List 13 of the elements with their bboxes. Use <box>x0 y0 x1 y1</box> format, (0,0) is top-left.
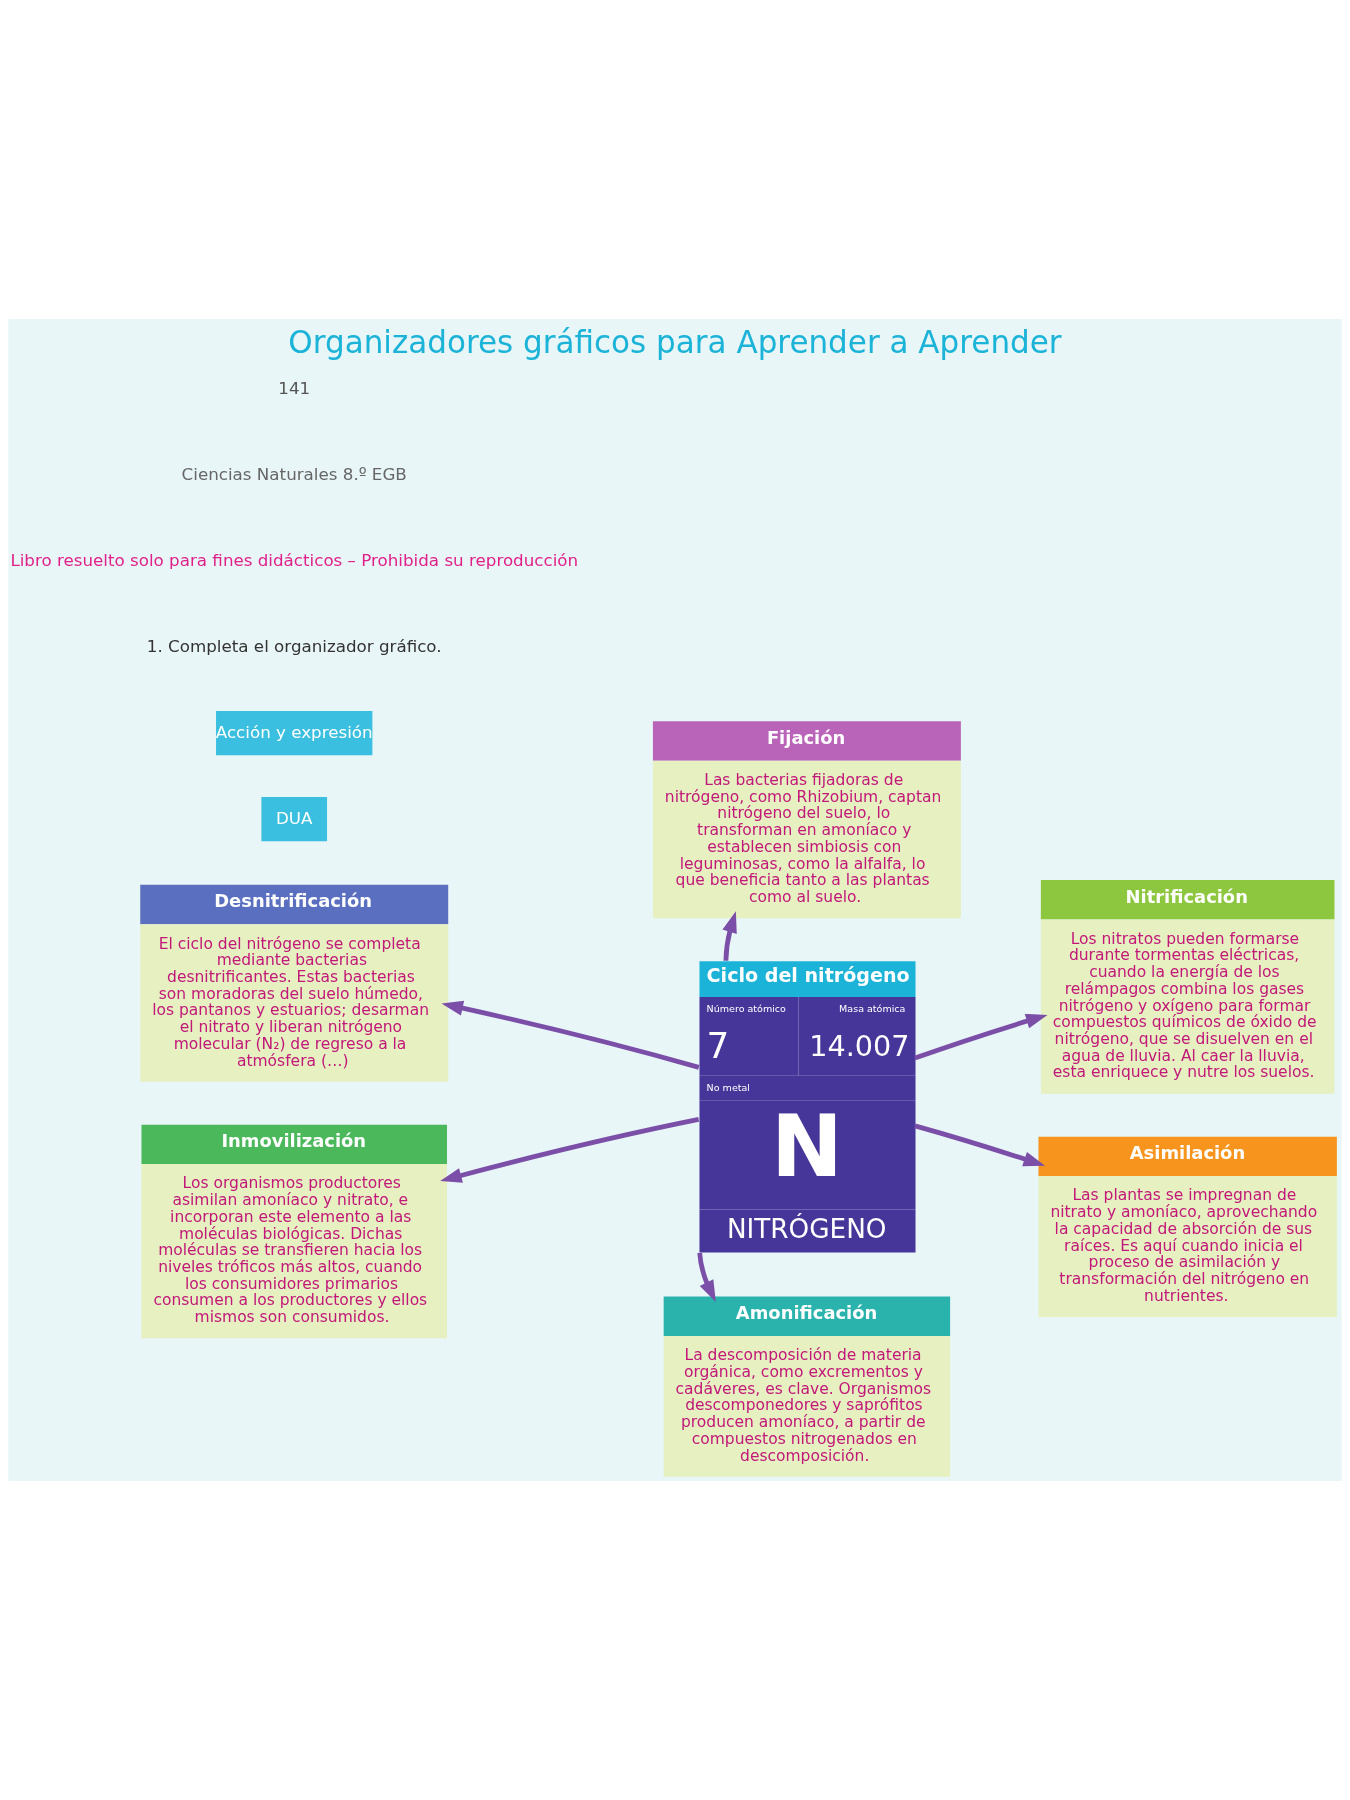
arrow <box>722 911 737 961</box>
label: Acción y expresión <box>215 721 373 742</box>
label: 141 <box>278 377 311 398</box>
label: DUA <box>275 807 313 828</box>
arrow <box>914 1123 1045 1167</box>
diagram-title: Organizadores gráficos para Aprender a Aprender <box>288 324 1062 361</box>
label: Libro resuelto solo para fines didácticos – Prohibida su reproducción <box>10 549 579 570</box>
label: 1. Completa el organizador gráfico. <box>146 635 442 656</box>
arrow <box>440 1117 700 1183</box>
arrow <box>441 1000 700 1070</box>
label: Ciencias Naturales 8.º EGB <box>181 463 407 484</box>
arrow <box>697 1252 716 1303</box>
arrow <box>914 1013 1048 1061</box>
